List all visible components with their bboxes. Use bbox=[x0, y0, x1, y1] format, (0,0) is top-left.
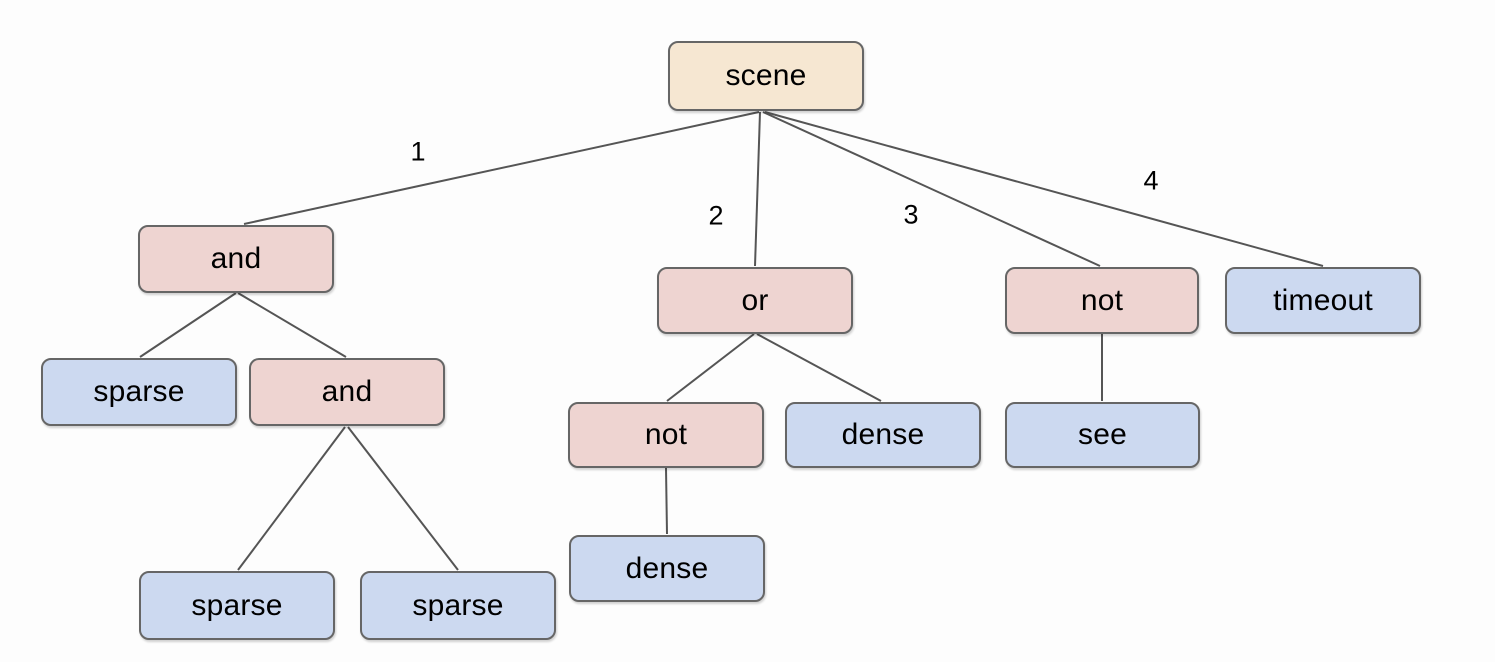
tree-node-label: sparse bbox=[191, 588, 283, 622]
tree-edge-and2-to-sparse2 bbox=[237, 426, 346, 571]
tree-edge-scene-to-timeout bbox=[764, 111, 1324, 267]
tree-node-label: not bbox=[644, 418, 688, 451]
tree-node-and1[interactable]: and bbox=[138, 225, 334, 293]
tree-edge-and1-to-sparse1 bbox=[139, 292, 237, 358]
tree-edge-or1-to-dense_mid bbox=[756, 333, 882, 402]
edge-label-1: 1 bbox=[410, 136, 426, 167]
tree-node-label: see bbox=[1078, 418, 1127, 451]
tree-node-not_mid[interactable]: not bbox=[568, 402, 764, 468]
tree-node-sparse3[interactable]: sparse bbox=[360, 571, 556, 640]
tree-node-or1[interactable]: or bbox=[657, 267, 853, 334]
edge-label-2: 2 bbox=[708, 200, 724, 231]
tree-node-label: and bbox=[321, 375, 373, 408]
tree-node-label: timeout bbox=[1273, 283, 1373, 317]
tree-edge-not_mid-to-dense_bot bbox=[665, 467, 668, 535]
tree-node-scene[interactable]: scene bbox=[668, 41, 864, 111]
tree-node-label: sparse bbox=[93, 375, 185, 408]
tree-node-not_right[interactable]: not bbox=[1005, 267, 1199, 334]
tree-edge-scene-to-or1 bbox=[754, 111, 761, 267]
tree-node-timeout[interactable]: timeout bbox=[1225, 267, 1421, 334]
tree-node-label: dense bbox=[625, 551, 709, 585]
tree-edge-or1-to-not_mid bbox=[666, 333, 755, 402]
edge-label-3: 3 bbox=[903, 199, 919, 230]
tree-node-label: and bbox=[210, 242, 262, 275]
tree-node-label: sparse bbox=[412, 588, 504, 622]
tree-edge-and2-to-sparse3 bbox=[347, 426, 459, 571]
tree-edge-scene-to-not_right bbox=[762, 111, 1101, 267]
tree-node-dense_mid[interactable]: dense bbox=[785, 402, 981, 468]
tree-node-see[interactable]: see bbox=[1005, 402, 1200, 468]
tree-node-label: or bbox=[741, 283, 769, 317]
tree-edge-and1-to-and2 bbox=[237, 292, 347, 358]
tree-node-dense_bot[interactable]: dense bbox=[569, 535, 765, 602]
tree-node-label: not bbox=[1080, 283, 1124, 317]
tree-edge-scene-to-and1 bbox=[243, 111, 760, 225]
tree-node-sparse2[interactable]: sparse bbox=[139, 571, 335, 640]
edge-label-4: 4 bbox=[1143, 165, 1159, 196]
tree-node-sparse1[interactable]: sparse bbox=[41, 358, 237, 426]
tree-node-label: dense bbox=[841, 418, 925, 451]
tree-node-and2[interactable]: and bbox=[249, 358, 445, 426]
tree-node-label: scene bbox=[725, 59, 807, 92]
